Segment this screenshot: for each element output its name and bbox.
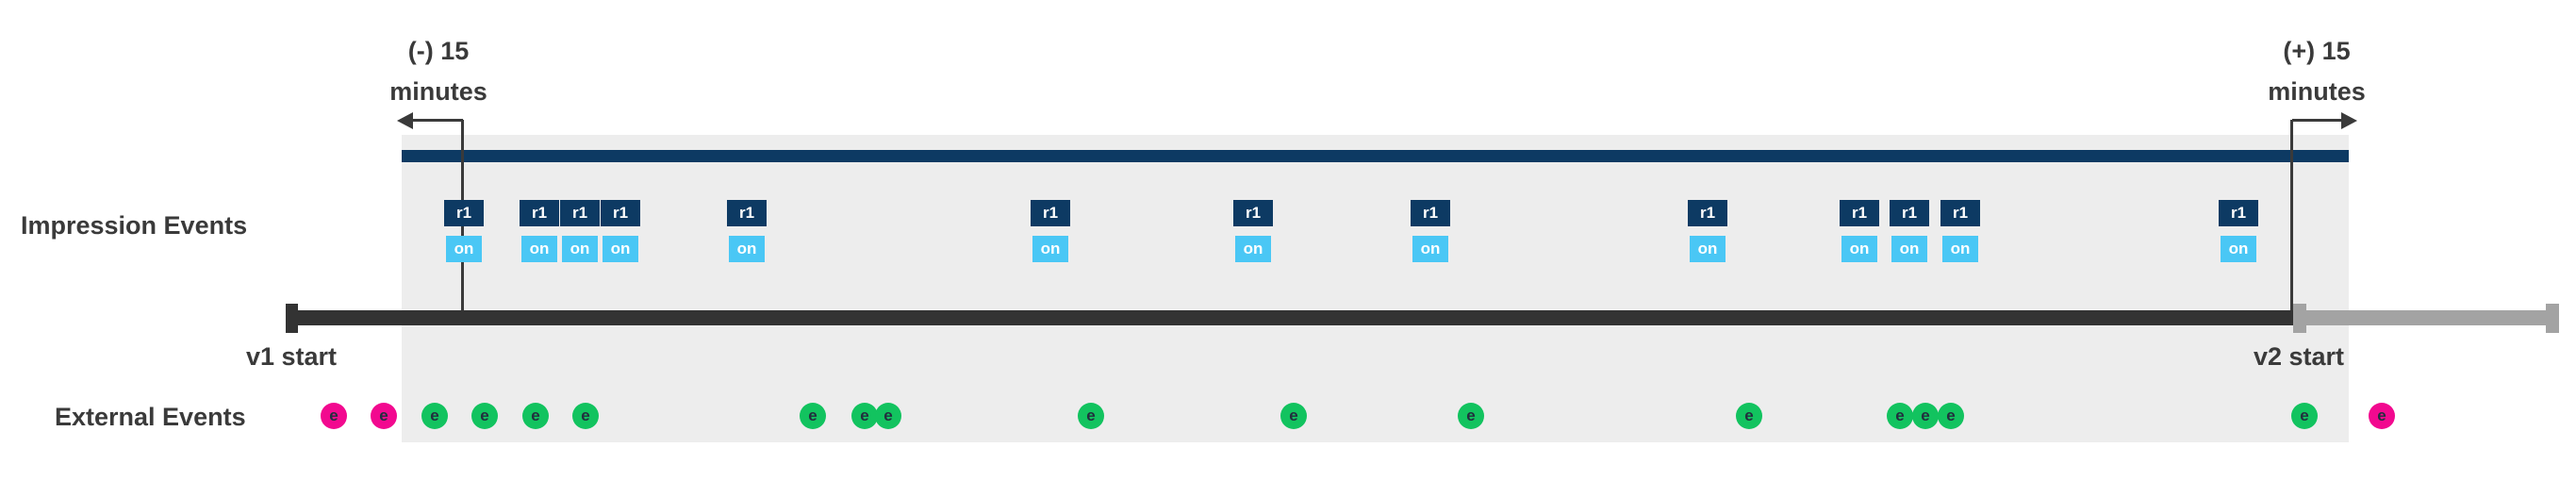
- impression-on-box: on: [1841, 236, 1877, 262]
- external-event-green: e: [572, 403, 599, 429]
- impression-window-bar: [402, 150, 2349, 162]
- analysis-window-panel: [402, 135, 2349, 442]
- external-event-green: e: [1938, 403, 1964, 429]
- impression-r1-box: r1: [560, 200, 600, 226]
- plus-15-marker-line: [2290, 120, 2293, 312]
- impression-on-box: on: [521, 236, 557, 262]
- impression-r1-box: r1: [1840, 200, 1879, 226]
- impression-on-box: on: [603, 236, 638, 262]
- impression-on-box: on: [1032, 236, 1068, 262]
- impression-event: r1 on: [444, 200, 484, 262]
- external-event-green: e: [851, 403, 878, 429]
- external-event-green: e: [1887, 403, 1913, 429]
- external-event-green: e: [1078, 403, 1104, 429]
- impression-r1-box: r1: [1233, 200, 1273, 226]
- impression-event: r1 on: [1031, 200, 1070, 262]
- impression-r1-box: r1: [1890, 200, 1929, 226]
- impression-event: r1 on: [1688, 200, 1727, 262]
- v2-timeline-end-cap: [2546, 304, 2559, 333]
- impression-r1-box: r1: [1940, 200, 1980, 226]
- v1-timeline-bar: [286, 310, 2293, 325]
- impression-r1-box: r1: [444, 200, 484, 226]
- minus-15-line1: (-) 15: [407, 37, 470, 65]
- external-event-green: e: [471, 403, 498, 429]
- external-event-green: e: [421, 403, 448, 429]
- impression-r1-box: r1: [727, 200, 767, 226]
- external-event-green: e: [522, 403, 549, 429]
- impression-r1-box: r1: [520, 200, 559, 226]
- impression-on-box: on: [446, 236, 482, 262]
- impression-on-box: on: [1942, 236, 1978, 262]
- impression-on-box: on: [1235, 236, 1271, 262]
- impression-r1-box: r1: [601, 200, 640, 226]
- external-event-green: e: [1280, 403, 1307, 429]
- impression-on-box: on: [2221, 236, 2256, 262]
- v2-timeline-bar: [2305, 310, 2546, 325]
- external-event-pink: e: [2369, 403, 2395, 429]
- impression-on-box: on: [1412, 236, 1448, 262]
- impression-event: r1 on: [1840, 200, 1879, 262]
- minus-15-line2: minutes: [389, 77, 487, 106]
- minus-15-annotation: (-) 15 minutes: [389, 31, 487, 112]
- impression-event: r1 on: [1411, 200, 1450, 262]
- impression-r1-box: r1: [1031, 200, 1070, 226]
- external-event-green: e: [800, 403, 826, 429]
- impression-on-box: on: [1891, 236, 1927, 262]
- impression-event: r1 on: [727, 200, 767, 262]
- impression-event: r1 on: [1890, 200, 1929, 262]
- external-events-label: External Events: [55, 403, 246, 431]
- plus-15-line2: minutes: [2268, 77, 2366, 106]
- v1-start-cap: [286, 304, 298, 333]
- external-event-pink: e: [321, 403, 347, 429]
- right-arrowhead-icon: [2341, 112, 2357, 129]
- impression-event: r1 on: [560, 200, 600, 262]
- external-event-green: e: [1736, 403, 1762, 429]
- impression-event: r1 on: [2219, 200, 2258, 262]
- v2-start-label: v2 start: [2253, 342, 2345, 371]
- v2-start-cap: [2293, 304, 2306, 333]
- external-event-pink: e: [371, 403, 397, 429]
- left-arrowhead-icon: [397, 112, 413, 129]
- plus-15-line1: (+) 15: [2283, 37, 2351, 65]
- minus-15-arrow-shaft: [413, 119, 463, 122]
- impression-on-box: on: [729, 236, 765, 262]
- impression-r1-box: r1: [2219, 200, 2258, 226]
- impression-event: r1 on: [520, 200, 559, 262]
- plus-15-annotation: (+) 15 minutes: [2268, 31, 2366, 112]
- impression-on-box: on: [562, 236, 598, 262]
- impression-on-box: on: [1690, 236, 1726, 262]
- impression-r1-box: r1: [1411, 200, 1450, 226]
- external-event-green: e: [1912, 403, 1939, 429]
- impression-events-label: Impression Events: [21, 211, 248, 240]
- impression-r1-box: r1: [1688, 200, 1727, 226]
- impression-event: r1 on: [1233, 200, 1273, 262]
- external-event-green: e: [875, 403, 901, 429]
- v1-start-label: v1 start: [245, 342, 338, 371]
- external-event-green: e: [2291, 403, 2318, 429]
- impression-event: r1 on: [1940, 200, 1980, 262]
- external-event-green: e: [1458, 403, 1484, 429]
- plus-15-arrow-shaft: [2292, 119, 2341, 122]
- impression-event: r1 on: [601, 200, 640, 262]
